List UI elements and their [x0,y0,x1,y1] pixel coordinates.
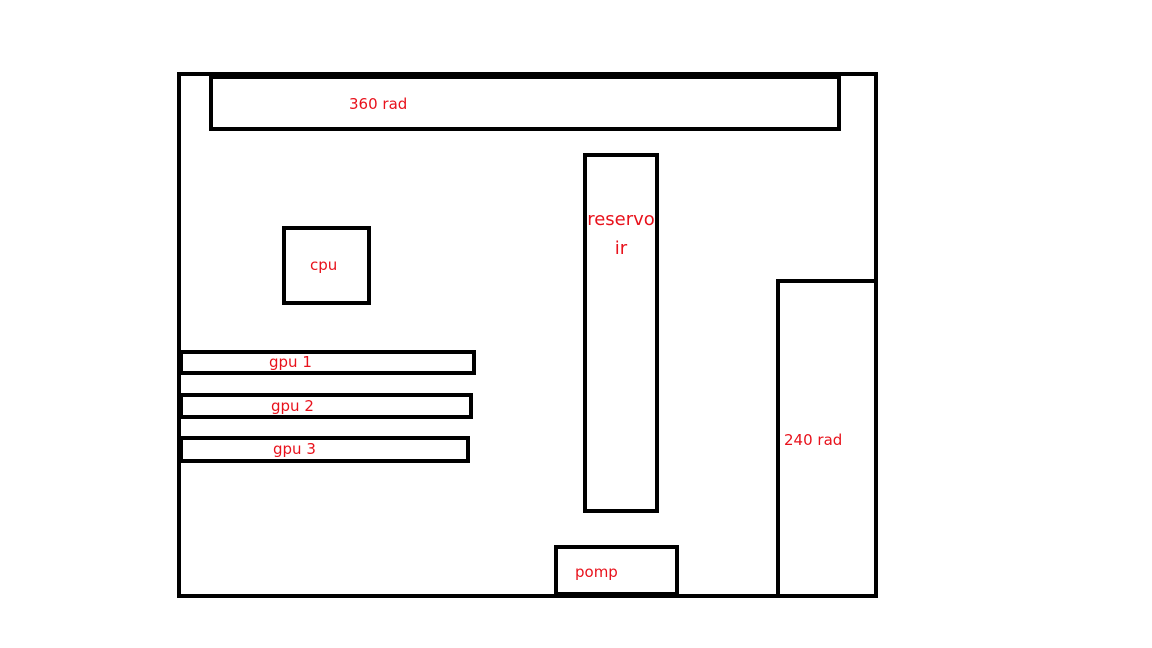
radiator-360-label: 360 rad [349,95,408,113]
gpu-3-card: gpu 3 [179,436,470,463]
reservoir-tube: reservoir [583,153,659,513]
gpu-1-card: gpu 1 [179,350,476,375]
radiator-240-label: 240 rad [784,431,843,449]
cpu-label: cpu [310,256,338,274]
gpu-3-label: gpu 3 [273,440,316,458]
radiator-240: 240 rad [776,279,878,598]
pump-block: pomp [554,545,679,596]
pump-label: pomp [575,563,618,581]
gpu-2-label: gpu 2 [271,397,314,415]
gpu-1-label: gpu 1 [269,353,312,371]
pc-case-outline [177,72,878,598]
cpu-block: cpu [282,226,371,305]
gpu-2-card: gpu 2 [179,393,473,419]
radiator-360: 360 rad [209,75,841,131]
reservoir-label: reservoir [587,209,655,259]
